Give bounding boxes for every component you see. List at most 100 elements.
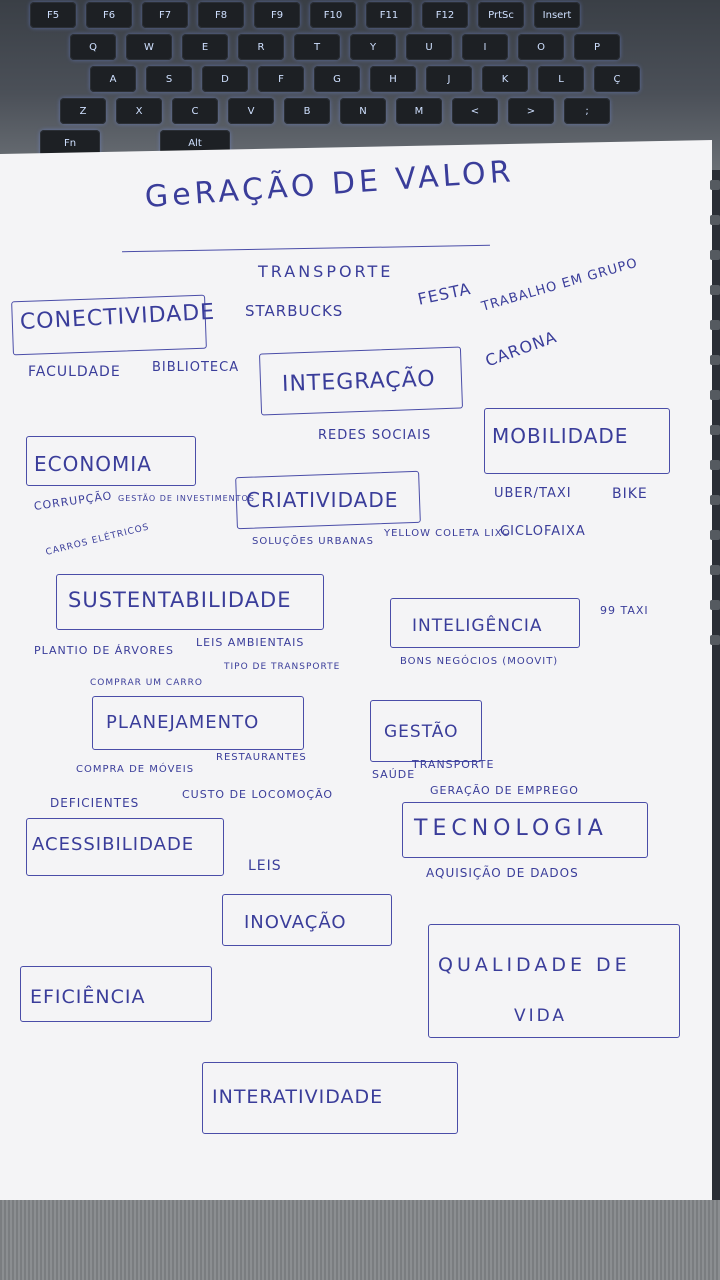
keyboard-key: A — [90, 66, 136, 92]
node-economia-box — [26, 436, 196, 486]
node-leis-ambientais: LEIS AMBIENTAIS — [196, 636, 305, 649]
keyboard-key: O — [518, 34, 564, 60]
node-redes-sociais: REDES SOCIAIS — [318, 428, 432, 443]
node-solucoes-urbanas: SOLUÇÕES URBANAS — [252, 536, 374, 547]
keyboard-key: < — [452, 98, 498, 124]
keyboard-key: > — [508, 98, 554, 124]
keyboard-key: S — [146, 66, 192, 92]
keyboard-key: J — [426, 66, 472, 92]
keyboard-key: E — [182, 34, 228, 60]
keyboard-key: ; — [564, 98, 610, 124]
node-planejamento: PLANEJAMENTO — [106, 712, 260, 733]
node-ciclofaixa: CICLOFAIXA — [500, 524, 586, 539]
keyboard-key: F12 — [422, 2, 468, 28]
notebook-page — [0, 140, 712, 1210]
node-acessibilidade: ACESSIBILIDADE — [32, 834, 195, 855]
node-geracao-emprego: GERAÇÃO DE EMPREGO — [430, 784, 579, 797]
node-plantio-arvores: PLANTIO DE ÁRVORES — [34, 644, 174, 657]
keyboard-key: F6 — [86, 2, 132, 28]
keyboard-key: N — [340, 98, 386, 124]
keyboard-key: Q — [70, 34, 116, 60]
keyboard-key: M — [396, 98, 442, 124]
node-mobilidade-box — [484, 408, 670, 474]
node-mobilidade: MOBILIDADE — [492, 424, 629, 448]
node-biblioteca: BIBLIOTECA — [152, 360, 240, 375]
node-99-taxi: 99 TAXI — [600, 604, 649, 617]
node-inovacao: INOVAÇÃO — [244, 912, 347, 933]
keyboard-key: I — [462, 34, 508, 60]
node-uber-taxi: UBER/TAXI — [494, 486, 572, 501]
keyboard-key: F11 — [366, 2, 412, 28]
node-custo-locomocao: CUSTO DE LOCOMOÇÃO — [182, 788, 334, 801]
node-restaurantes: RESTAURANTES — [216, 752, 307, 763]
keyboard-key: F10 — [310, 2, 356, 28]
keyboard-key: F — [258, 66, 304, 92]
node-tipo-transporte: TIPO DE TRANSPORTE — [224, 662, 341, 672]
keyboard-key: G — [314, 66, 360, 92]
node-inteligencia: INTELIGÊNCIA — [412, 616, 543, 636]
node-leis: LEIS — [248, 858, 282, 874]
node-criatividade: CRIATIVIDADE — [246, 488, 399, 512]
node-qualidade-vida-box — [428, 924, 680, 1038]
node-compra-moveis: COMPRA DE MÓVEIS — [76, 764, 195, 775]
node-tecnologia-box — [402, 802, 648, 858]
node-qualidade-vida-line1: QUALIDADE DE — [438, 954, 631, 976]
node-inovacao-box — [222, 894, 392, 946]
keyboard-key: PrtSc — [478, 2, 524, 28]
node-sustentabilidade: SUSTENTABILIDADE — [68, 588, 292, 612]
keyboard-key: X — [116, 98, 162, 124]
node-bike: BIKE — [612, 486, 648, 502]
keyboard-key: F9 — [254, 2, 300, 28]
keyboard-key: U — [406, 34, 452, 60]
keyboard-key: R — [238, 34, 284, 60]
node-acessibilidade-box — [26, 818, 224, 876]
node-interatividade-box — [202, 1062, 458, 1134]
keyboard-key: Z — [60, 98, 106, 124]
node-gestao-box — [370, 700, 482, 762]
node-eficiencia-box — [20, 966, 212, 1022]
keyboard-key: L — [538, 66, 584, 92]
node-sustentabilidade-box — [56, 574, 324, 630]
keyboard-key: T — [294, 34, 340, 60]
keyboard-key: Y — [350, 34, 396, 60]
keyboard-key: V — [228, 98, 274, 124]
node-interatividade: INTERATIVIDADE — [212, 1086, 384, 1108]
node-planejamento-box — [92, 696, 304, 750]
keyboard-key: Insert — [534, 2, 580, 28]
fabric-background — [0, 1200, 720, 1280]
keyboard-key: K — [482, 66, 528, 92]
node-deficientes: DEFICIENTES — [50, 796, 140, 810]
node-transporte2: TRANSPORTE — [412, 758, 495, 771]
keyboard-key: F7 — [142, 2, 188, 28]
keyboard-key: W — [126, 34, 172, 60]
node-bons-negocios: BONS NEGÓCIOS (MOOVIT) — [400, 656, 559, 667]
node-transporte: TRANSPORTE — [258, 262, 394, 281]
node-economia: ECONOMIA — [34, 452, 152, 476]
node-yellow-coleta: YELLOW COLETA LIXO — [384, 528, 511, 539]
keyboard-key: D — [202, 66, 248, 92]
node-aquisicao-dados: AQUISIÇÃO DE DADOS — [426, 866, 579, 880]
keyboard-key: P — [574, 34, 620, 60]
keyboard-key: B — [284, 98, 330, 124]
notebook-spiral — [706, 180, 720, 700]
keyboard-key: F8 — [198, 2, 244, 28]
node-inteligencia-box — [390, 598, 580, 648]
node-faculdade: FACULDADE — [28, 364, 121, 380]
node-tecnologia: TECNOLOGIA — [414, 816, 608, 841]
keyboard-key: Fn — [40, 130, 100, 156]
node-gestao: GESTÃO — [384, 722, 459, 742]
keyboard-key: C — [172, 98, 218, 124]
node-saude: SAÚDE — [372, 768, 416, 781]
node-qualidade-vida-line2: VIDA — [514, 1006, 568, 1026]
node-gestao-investimentos: GESTÃO DE INVESTIMENTOS — [118, 494, 255, 503]
keyboard-key: H — [370, 66, 416, 92]
node-eficiencia: EFICIÊNCIA — [30, 986, 146, 1008]
node-starbucks: STARBUCKS — [245, 302, 344, 320]
keyboard-key: Ç — [594, 66, 640, 92]
node-comprar-carro: COMPRAR UM CARRO — [90, 678, 203, 688]
keyboard-key: F5 — [30, 2, 76, 28]
